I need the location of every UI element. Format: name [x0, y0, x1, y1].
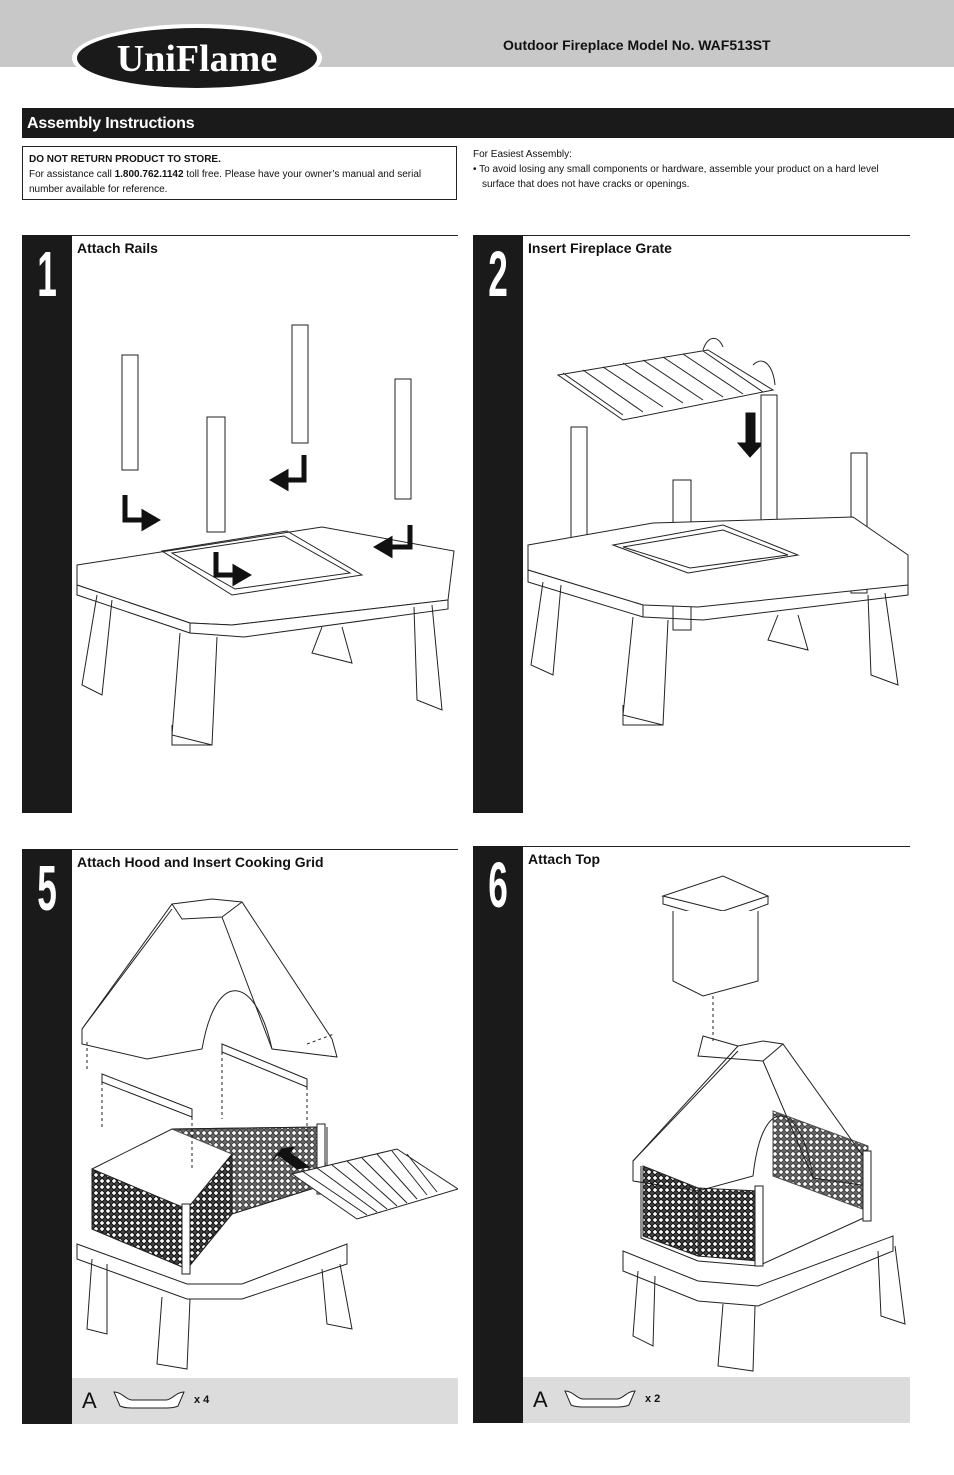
tips-bullet: • To avoid losing any small components o…: [473, 164, 879, 190]
attach-top-illustration: [622, 875, 906, 1372]
step-title: Attach Top: [528, 851, 601, 867]
hardware-letter: A: [82, 1388, 97, 1413]
phone-number: 1.800.762.1142: [114, 169, 184, 180]
section-title-bar: Assembly Instructions: [22, 108, 954, 138]
step-title: Attach Rails: [77, 240, 158, 256]
step-6-panel: 6 Attach Top A x 2: [473, 846, 910, 1423]
attach-rails-illustration: [76, 324, 455, 746]
hardware-qty: x 2: [645, 1393, 661, 1405]
hardware-letter: A: [533, 1387, 548, 1412]
hardware-qty: x 4: [194, 1394, 210, 1406]
uniflame-logo: UniFlame: [72, 24, 322, 92]
section-title: Assembly Instructions: [27, 115, 195, 132]
hood-grid-illustration: [76, 898, 458, 1370]
notice-text: For assistance call 1.800.762.1142 toll …: [29, 169, 422, 195]
step-title: Attach Hood and Insert Cooking Grid: [77, 854, 324, 870]
step-number: 5: [37, 852, 57, 924]
step-number: 6: [488, 849, 508, 921]
tips-heading: For Easiest Assembly:: [473, 149, 572, 160]
step-number: 1: [37, 238, 57, 310]
step-title: Insert Fireplace Grate: [528, 240, 672, 256]
hardware-bracket-icon: [113, 1391, 185, 1409]
step-1-panel: 1 Attach Rails: [22, 235, 458, 813]
step-5-panel: 5 Attach Hood and Insert Cooking Grid: [22, 849, 458, 1424]
fireplace-grate-illustration: [527, 337, 909, 726]
brand-name: UniFlame: [117, 38, 277, 80]
step-2-panel: 2 Insert Fireplace Grate: [473, 235, 910, 813]
notice-heading: DO NOT RETURN PRODUCT TO STORE.: [29, 154, 221, 165]
hardware-bracket-icon: [564, 1390, 636, 1408]
assembly-tips: For Easiest Assembly: • To avoid losing …: [473, 147, 913, 192]
notice-box: DO NOT RETURN PRODUCT TO STORE. For assi…: [22, 146, 457, 200]
hardware-bar: A x 2: [523, 1377, 910, 1423]
step-number: 2: [488, 238, 508, 310]
hardware-bar: A x 4: [72, 1378, 458, 1424]
model-number: Outdoor Fireplace Model No. WAF513ST: [503, 37, 771, 53]
